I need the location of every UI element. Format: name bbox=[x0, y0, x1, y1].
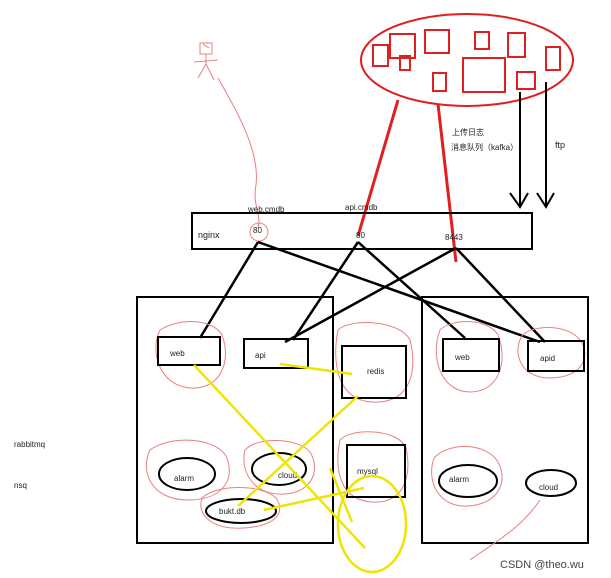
port-80-label: 80 bbox=[253, 226, 262, 235]
port-80b-label: 80 bbox=[356, 231, 365, 240]
user-to-nginx-link bbox=[217, 77, 260, 229]
left-alarm-service bbox=[158, 457, 216, 491]
upload-arrows bbox=[509, 82, 555, 209]
right-alarm-highlight bbox=[431, 446, 503, 507]
right-cloud-service bbox=[525, 469, 577, 497]
bukt-highlight bbox=[200, 487, 281, 529]
apid-service bbox=[527, 340, 585, 372]
left-cloud-label: cloud bbox=[278, 471, 297, 480]
port-8443-label: 8443 bbox=[445, 233, 463, 242]
left-web-service bbox=[157, 336, 221, 366]
right-web-service bbox=[442, 338, 500, 372]
nginx-box bbox=[191, 212, 533, 250]
web-cmdb-label: web.cmdb bbox=[247, 205, 285, 214]
left-alarm-highlight bbox=[145, 439, 230, 501]
right-alarm-service bbox=[438, 464, 498, 498]
client-cluster bbox=[360, 13, 574, 107]
left-api-label: api bbox=[255, 351, 266, 360]
redis-highlight bbox=[335, 322, 414, 403]
rabbitmq-label: rabbitmq bbox=[14, 440, 45, 449]
right-web-label: web bbox=[454, 353, 470, 362]
nginx-label: nginx bbox=[198, 230, 220, 240]
left-alarm-label: alarm bbox=[174, 474, 194, 483]
left-web-label: web bbox=[169, 349, 185, 358]
watermark-text: CSDN @theo.wu bbox=[500, 559, 584, 571]
right-cloud-trail bbox=[469, 499, 541, 561]
apid-highlight bbox=[517, 326, 586, 379]
cluster-to-api-link bbox=[356, 99, 400, 237]
right-server-box bbox=[421, 296, 589, 544]
left-web-highlight bbox=[155, 321, 226, 389]
left-cloud-service bbox=[251, 452, 307, 486]
cluster-to-8443-link bbox=[436, 103, 458, 263]
message-queue-label: 消息队列（kafka） bbox=[451, 142, 518, 152]
left-api-service bbox=[243, 338, 309, 369]
bukt-service bbox=[205, 498, 277, 524]
mysql-service bbox=[346, 444, 406, 498]
right-web-highlight bbox=[435, 321, 503, 393]
port-80-marker bbox=[249, 222, 269, 242]
user-figure-icon bbox=[193, 42, 219, 81]
left-cloud-highlight bbox=[243, 439, 315, 495]
redis-label: redis bbox=[367, 367, 384, 376]
mysql-highlight bbox=[337, 431, 409, 503]
mysql-label: mysql bbox=[357, 467, 378, 476]
right-alarm-label: alarm bbox=[449, 475, 469, 484]
nginx-routes bbox=[198, 240, 546, 344]
ftp-label: ftp bbox=[555, 140, 565, 150]
bukt-label: bukt.db bbox=[219, 507, 246, 516]
apid-label: apid bbox=[540, 354, 555, 363]
data-links bbox=[193, 362, 408, 574]
upload-log-label: 上传日志 bbox=[452, 127, 484, 137]
api-cmdb-label: api.cmdb bbox=[345, 203, 378, 212]
right-cloud-label: cloud bbox=[539, 483, 558, 492]
nsq-label: nsq bbox=[14, 481, 27, 490]
